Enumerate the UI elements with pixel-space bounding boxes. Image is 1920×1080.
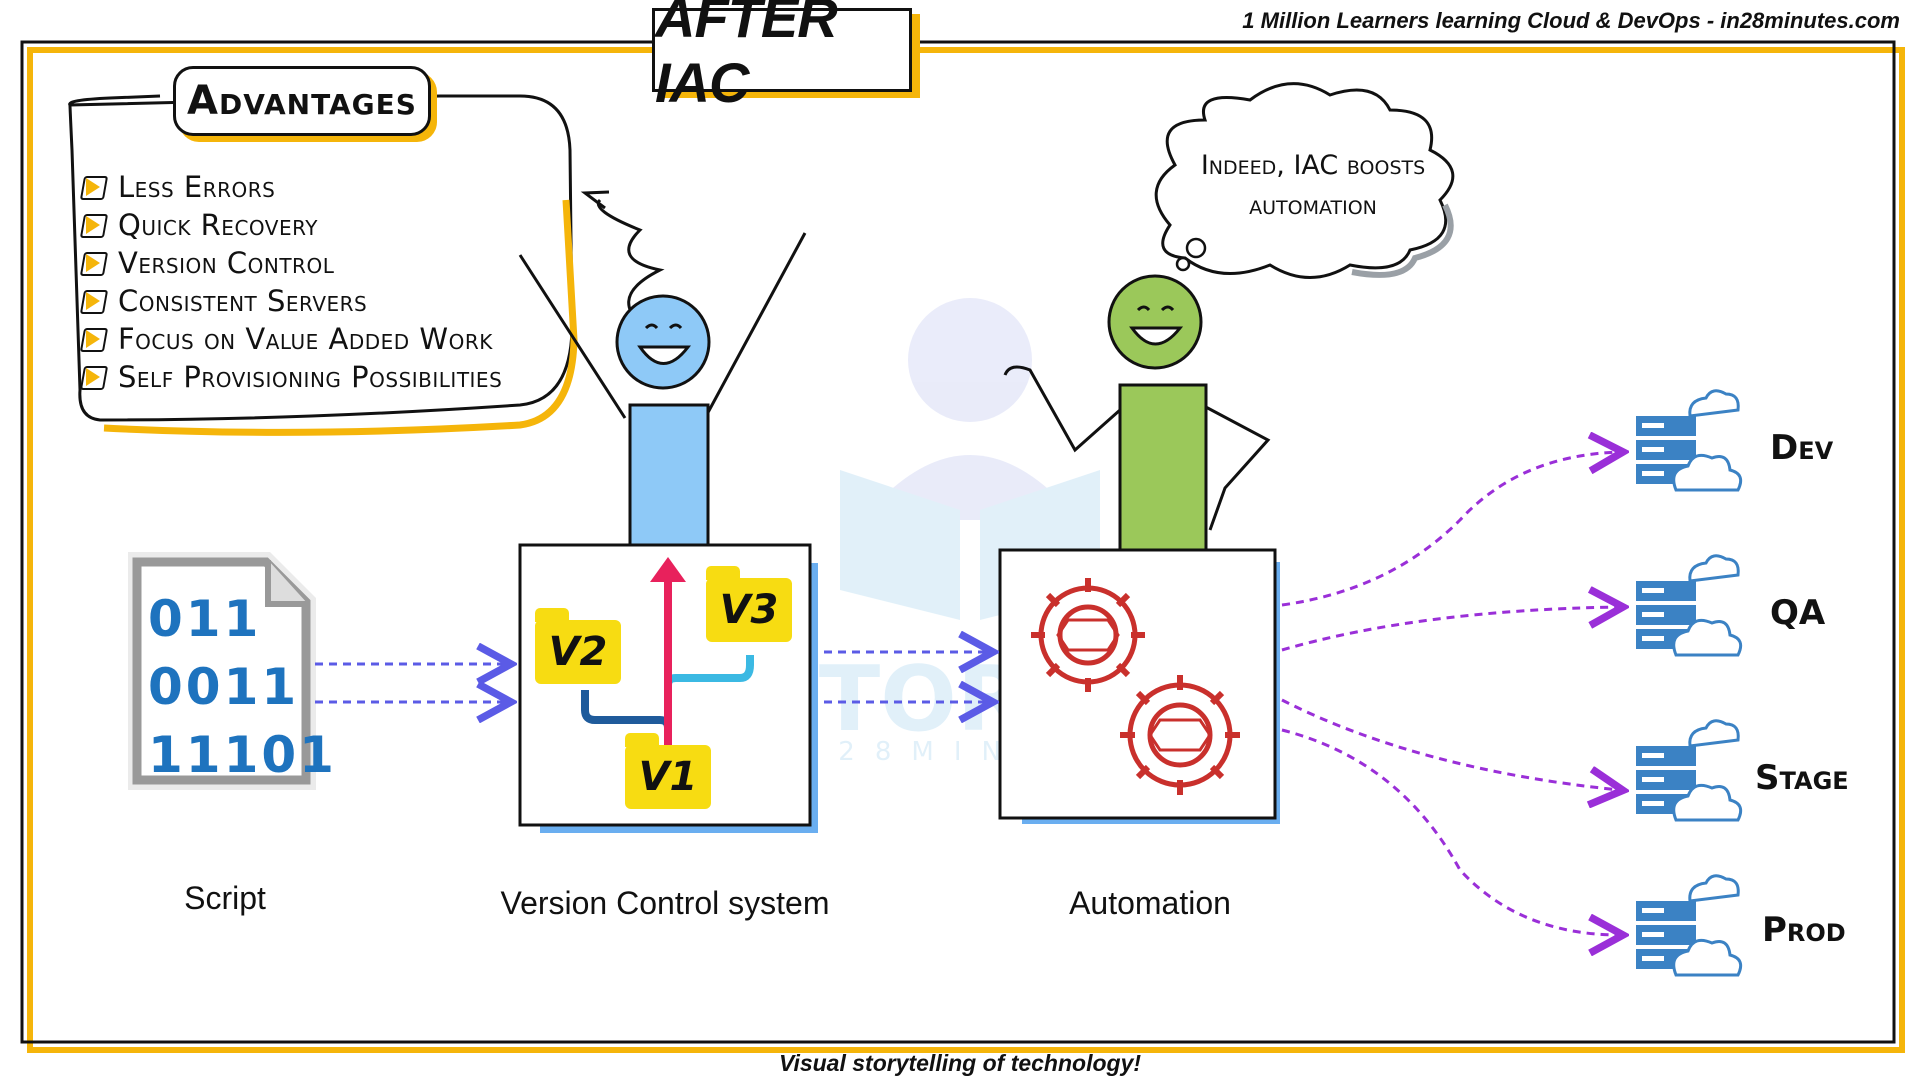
script-document-icon — [128, 552, 316, 790]
bullet-icon — [86, 368, 100, 386]
advantages-panel-shadow — [103, 199, 578, 436]
watermark-logo: STORIES IN28MINUTES — [754, 298, 1186, 767]
script-caption: Script — [184, 880, 266, 916]
binary-line: 11101 — [148, 726, 337, 784]
advantage-item: Consistent Servers — [86, 282, 502, 320]
advantages-title-box: Advantages — [173, 66, 431, 136]
version-tag-v3: V3 — [706, 566, 792, 642]
env-label-prod: Prod — [1762, 910, 1846, 950]
thought-line-2: automation — [1249, 190, 1377, 221]
advantage-item: Quick Recovery — [86, 206, 502, 244]
bullet-icon — [86, 254, 100, 272]
blue-person — [518, 232, 807, 557]
version-tag-v2: V2 — [535, 608, 621, 684]
advantages-list: Less Errors Quick Recovery Version Contr… — [86, 168, 502, 396]
thought-bubble — [1154, 82, 1455, 279]
thought-line-1: Indeed, IAC boosts — [1200, 150, 1426, 181]
advantage-item: Version Control — [86, 244, 502, 282]
env-label-dev: Dev — [1770, 428, 1834, 468]
squiggle-line — [596, 198, 665, 337]
server-cloud-icon — [1636, 874, 1743, 977]
squiggle-arrow-icon — [580, 190, 610, 210]
env-label-stage: Stage — [1755, 758, 1849, 798]
credit-line: 1 Million Learners learning Cloud & DevO… — [1242, 8, 1900, 33]
advantages-panel — [68, 94, 574, 422]
gear-icon — [1031, 578, 1145, 692]
binary-line: 011 — [148, 590, 262, 648]
server-cloud-icon — [1636, 554, 1743, 657]
frame-shadow — [27, 47, 1905, 1053]
env-label-qa: QA — [1770, 593, 1826, 633]
connector-arrows — [315, 452, 1620, 935]
bullet-icon — [86, 216, 100, 234]
green-person — [1003, 274, 1271, 557]
automation-caption: Automation — [1069, 885, 1231, 921]
vcs-caption: Version Control system — [500, 885, 830, 921]
binary-line: 0011 — [148, 658, 300, 716]
server-cloud-icon — [1636, 389, 1743, 492]
bullet-icon — [86, 292, 100, 310]
bullet-icon — [86, 178, 100, 196]
thought-bubble-text: Indeed, IAC boosts automation — [1168, 146, 1458, 226]
bullet-icon — [86, 330, 100, 348]
advantage-item: Focus on Value Added Work — [86, 320, 502, 358]
page-title-box: AFTER IAC — [652, 0, 912, 114]
server-cloud-icon — [1636, 719, 1743, 822]
page-title: AFTER IAC — [655, 0, 838, 114]
automation-box — [998, 548, 1280, 824]
footer-tagline: Visual storytelling of technology! — [778, 1050, 1142, 1076]
advantages-title: Advantages — [187, 78, 417, 124]
gear-icon — [1120, 675, 1240, 795]
version-tag-v1: V1 — [625, 733, 711, 809]
frame-border — [20, 40, 1896, 1044]
advantage-item: Less Errors — [86, 168, 502, 206]
advantage-item: Self Provisioning Possibilities — [86, 358, 502, 396]
script-binary: 011 0011 11101 — [148, 585, 337, 789]
